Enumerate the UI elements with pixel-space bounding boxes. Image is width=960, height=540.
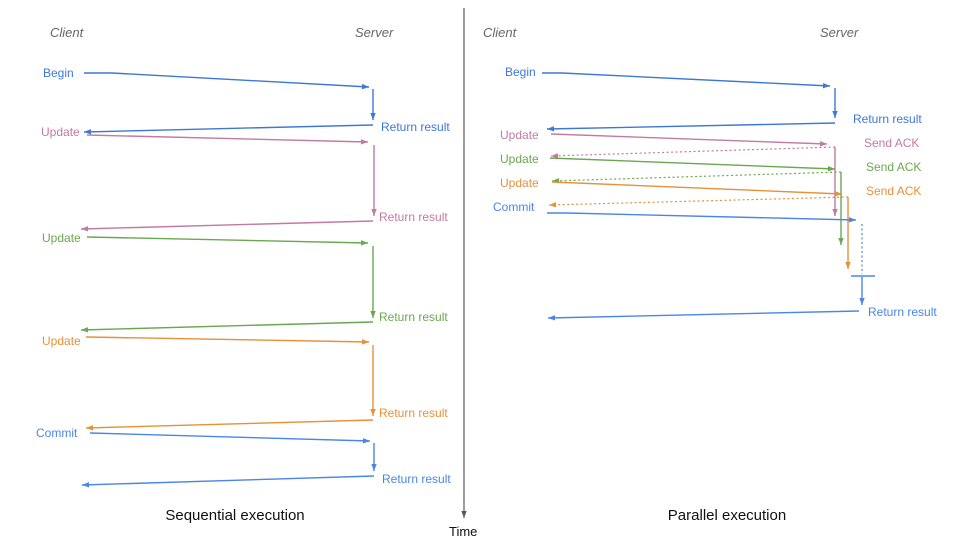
left-client-header: Client <box>50 25 85 40</box>
right-send-ack-2: Send ACK <box>866 160 921 174</box>
right-update-3-label: Update <box>500 176 539 190</box>
right-update-2-request <box>549 157 836 170</box>
left-begin-label: Begin <box>43 66 74 80</box>
left-update-1-processing-arrowhead <box>371 209 377 216</box>
right-update-2-label: Update <box>500 152 539 166</box>
left-return-result-1: Return result <box>381 120 450 134</box>
right-ack-3-arrowhead <box>549 202 557 208</box>
right-begin-request <box>542 72 831 87</box>
left-update-2-request <box>86 236 369 244</box>
left-commit-request <box>89 432 371 442</box>
left-update-3-label: Update <box>42 334 81 348</box>
right-ack-1 <box>550 146 836 157</box>
right-return-2-arrowhead <box>548 315 556 321</box>
right-return-1 <box>546 122 836 130</box>
right-return-result-2: Return result <box>868 305 937 319</box>
left-update-2-processing-arrowhead <box>370 311 376 318</box>
left-return-result-4: Return result <box>379 406 448 420</box>
right-return-1-arrowhead <box>547 126 555 132</box>
right-commit-label: Commit <box>493 200 535 214</box>
left-update-3-processing-arrowhead <box>370 409 376 416</box>
right-begin-processing-arrowhead <box>832 111 838 118</box>
right-panel-title: Parallel execution <box>668 507 786 524</box>
left-commit-processing-arrowhead <box>371 464 377 471</box>
right-update-3-processing-arrowhead <box>845 262 851 269</box>
right-update-3-request <box>551 181 843 195</box>
right-update-1-label: Update <box>500 128 539 142</box>
left-return-5 <box>81 475 375 486</box>
right-ack-3 <box>548 196 849 206</box>
left-commit-label: Commit <box>36 426 78 440</box>
right-update-1-processing-arrowhead <box>832 209 838 216</box>
right-ack-2 <box>551 171 842 182</box>
right-update-2-processing-arrowhead <box>838 238 844 245</box>
left-server-header: Server <box>355 25 394 40</box>
right-return-2 <box>547 310 860 319</box>
right-begin-label: Begin <box>505 65 536 79</box>
left-return-4-line-arrowhead <box>86 425 94 431</box>
left-update-3-request <box>85 336 370 343</box>
left-commit-request-arrowhead <box>362 438 370 444</box>
left-update-1-label: Update <box>41 125 80 139</box>
left-update-1-request-arrowhead <box>360 139 368 145</box>
right-update-2-request-arrowhead <box>827 166 835 172</box>
left-return-5-arrowhead <box>82 482 90 488</box>
left-return-4-line <box>85 419 374 429</box>
right-send-ack-3: Send ACK <box>866 184 921 198</box>
left-return-1-arrowhead <box>84 129 92 135</box>
right-send-ack-1: Send ACK <box>864 136 919 150</box>
left-begin-request <box>84 72 370 88</box>
right-update-1-request-arrowhead <box>819 141 827 147</box>
right-update-1-request <box>550 133 828 145</box>
right-commit-request <box>547 212 857 221</box>
left-begin-request-arrowhead <box>361 83 369 90</box>
right-commit-request-arrowhead <box>848 217 856 223</box>
time-axis-line-arrowhead <box>461 511 467 518</box>
left-begin-processing-arrowhead <box>370 113 376 120</box>
left-return-result-3: Return result <box>379 310 448 324</box>
time-axis-label: Time <box>449 524 477 539</box>
left-update-3-request-arrowhead <box>361 339 369 345</box>
left-update-2-label: Update <box>42 231 81 245</box>
left-update-1-request <box>86 134 369 143</box>
right-commit-processing-arrowhead <box>859 298 865 305</box>
right-begin-request-arrowhead <box>822 82 830 89</box>
left-return-3 <box>80 321 374 331</box>
right-server-header: Server <box>820 25 859 40</box>
right-return-result-1: Return result <box>853 112 922 126</box>
left-return-3-arrowhead <box>81 327 89 333</box>
left-return-2 <box>80 220 374 230</box>
left-return-2-arrowhead <box>81 226 89 232</box>
left-update-2-request-arrowhead <box>360 240 368 246</box>
left-return-result-5: Return result <box>382 472 451 486</box>
right-update-3-request-arrowhead <box>834 191 842 197</box>
left-return-1 <box>83 124 374 133</box>
right-client-header: Client <box>483 25 518 40</box>
left-panel-title: Sequential execution <box>165 507 304 524</box>
left-return-result-2: Return result <box>379 210 448 224</box>
right-ack-1-arrowhead <box>551 153 559 159</box>
